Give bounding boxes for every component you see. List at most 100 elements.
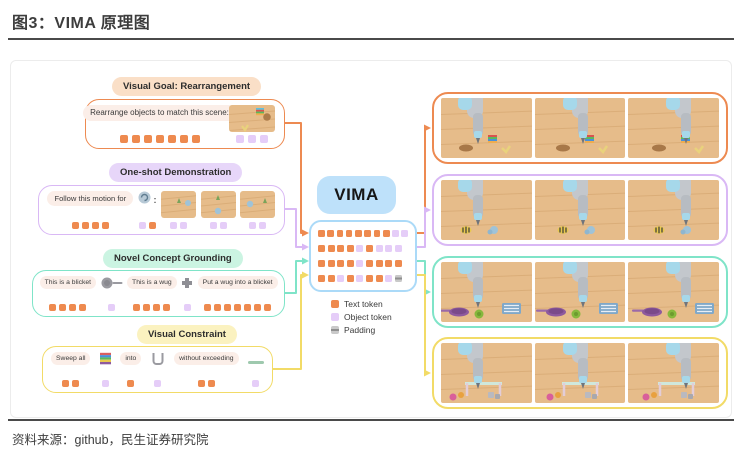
visual-constraint-panel: Sweep all into without exceeding <box>42 346 273 393</box>
text-token <box>318 230 325 237</box>
wug-tokens <box>133 304 171 311</box>
striped-stack-icon <box>99 352 111 370</box>
text-token <box>382 230 390 237</box>
object-token <box>252 380 260 387</box>
text-token <box>385 260 393 267</box>
object-token <box>154 380 162 387</box>
robot-photo-frame <box>534 98 626 158</box>
demo-frame-1-tokens <box>170 222 188 229</box>
text-token <box>143 135 152 143</box>
output-row-visual-constraint <box>432 337 728 409</box>
object-token <box>101 380 109 387</box>
text-token <box>163 304 171 311</box>
legend-item: Text token <box>331 300 392 309</box>
one-shot-panel: Follow this motion for : <box>38 185 285 235</box>
text-token <box>337 260 345 267</box>
object-token <box>337 275 345 282</box>
figure-border <box>10 60 732 418</box>
text-token <box>59 304 67 311</box>
text-token <box>355 230 362 237</box>
source-divider <box>8 419 734 421</box>
colon-separator: : <box>153 195 157 205</box>
robot-photo-frame <box>441 343 532 403</box>
pan-object-icon <box>101 276 123 294</box>
without-exceeding-prompt: without exceeding <box>174 352 239 366</box>
text-token <box>318 275 325 282</box>
pan-object-token <box>108 304 116 311</box>
text-token <box>244 304 252 311</box>
robot-photo-frame <box>441 262 532 322</box>
demo-frame-2-tokens <box>209 222 227 229</box>
text-token <box>327 260 335 267</box>
text-token <box>327 275 335 282</box>
padding-token <box>394 275 402 282</box>
text-token <box>204 304 212 311</box>
one-shot-prompt: Follow this motion for <box>47 191 134 207</box>
sweep-all-tokens <box>62 380 80 387</box>
object-token <box>259 222 267 229</box>
text-token <box>133 304 141 311</box>
token-grid-row <box>318 275 408 282</box>
text-token <box>207 380 215 387</box>
header-visual-goal: Visual Goal: Rearrangement <box>112 77 262 96</box>
vima-label: VIMA <box>334 185 379 204</box>
novel-concept-panel: This is a blicket This is a wug Put a wu… <box>32 270 285 317</box>
demo-frame-3-tokens <box>249 222 267 229</box>
text-token <box>153 304 161 311</box>
visual-goal-prompt: Rearrange objects to match this scene: <box>83 105 236 121</box>
text-token <box>197 380 205 387</box>
text-token <box>345 230 353 237</box>
put-wug-tokens <box>204 304 272 311</box>
object-token <box>356 245 364 252</box>
gear-object-icon <box>181 276 193 294</box>
text-token <box>143 304 151 311</box>
text-token <box>91 222 99 229</box>
u-frame-token <box>154 380 162 387</box>
text-token <box>365 275 373 282</box>
robot-photo-frame <box>534 343 626 403</box>
text-token <box>119 135 128 143</box>
token-grid-row <box>318 230 409 237</box>
text-token <box>127 380 135 387</box>
robot-photo-frame <box>441 180 532 240</box>
u-frame-icon <box>151 352 165 370</box>
legend-item: Object token <box>331 313 392 322</box>
text-token <box>148 222 156 229</box>
text-token <box>81 222 89 229</box>
without-exceeding-tokens <box>197 380 215 387</box>
visual-goal-panel: Rearrange objects to match this scene: <box>83 99 285 149</box>
text-token <box>394 260 402 267</box>
object-token <box>385 245 393 252</box>
striped-stack-token <box>101 380 109 387</box>
text-token <box>365 245 373 252</box>
swirl-object-icon <box>138 191 151 209</box>
one-shot-text-tokens <box>71 222 109 229</box>
text-token <box>191 135 200 143</box>
text-token <box>179 135 188 143</box>
object-token <box>209 222 217 229</box>
text-token <box>167 135 176 143</box>
visual-goal-text-tokens <box>119 135 200 143</box>
text-token <box>346 260 354 267</box>
text-token <box>336 230 344 237</box>
title-divider <box>8 38 734 40</box>
vima-model-box: VIMA <box>317 176 396 214</box>
text-token <box>49 304 57 311</box>
gear-object-token <box>183 304 191 311</box>
object-token <box>249 222 257 229</box>
demo-frame-2 <box>200 191 236 218</box>
token-grid-row <box>318 260 408 267</box>
text-token <box>155 135 164 143</box>
text-token <box>373 230 381 237</box>
blicket-tokens <box>49 304 87 311</box>
text-token <box>234 304 242 311</box>
object-token <box>138 222 146 229</box>
wug-prompt: This is a wug <box>127 276 177 290</box>
goal-scene-thumbnail <box>229 105 275 132</box>
text-token <box>327 245 335 252</box>
object-token <box>236 135 244 143</box>
object-token <box>170 222 178 229</box>
text-token <box>364 230 371 237</box>
into-prompt: into <box>120 352 142 366</box>
